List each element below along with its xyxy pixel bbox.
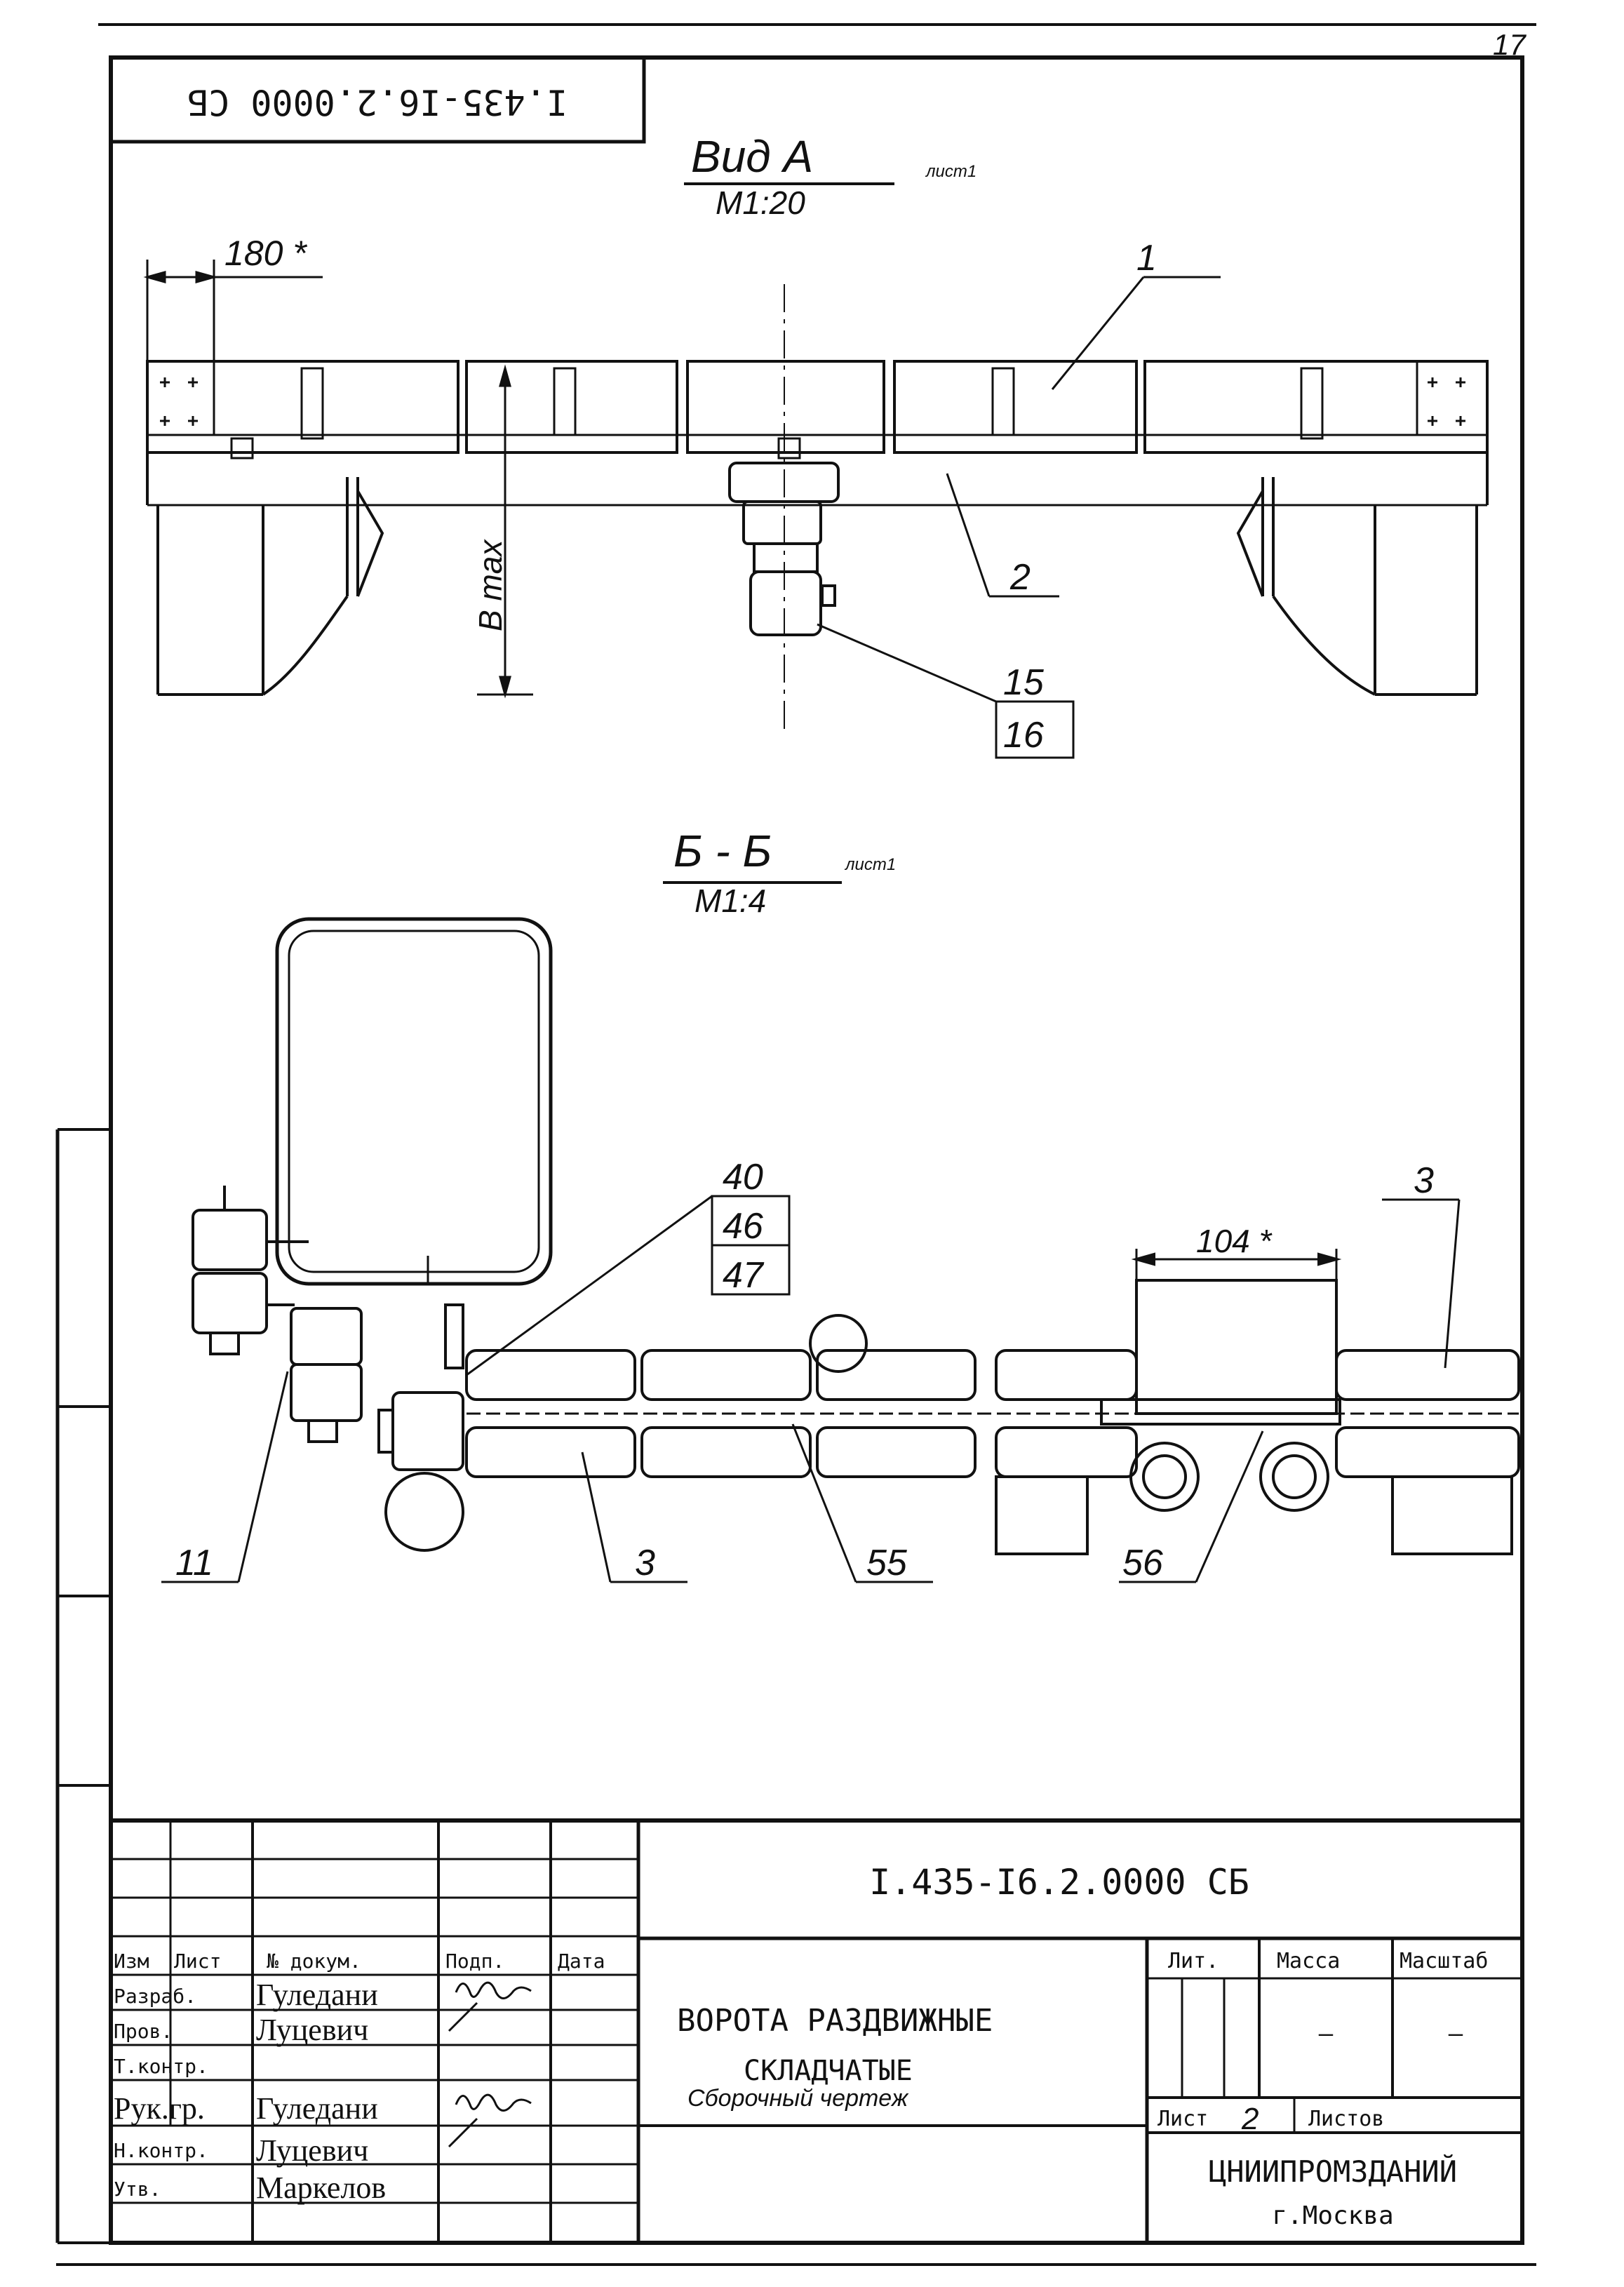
title-block-rows: Разраб. Гуледани Пров. Луцевич Т.контр. … <box>114 1978 386 2205</box>
view-a-height-label: B max <box>472 539 509 631</box>
section-bb-panels <box>465 1314 1520 1555</box>
organization: ЦНИИПРОМЗДАНИЙ <box>1209 2154 1457 2189</box>
section-bb-leader-40: 40 <box>723 1157 763 1198</box>
document-title-line2: СКЛАДЧАТЫЕ <box>744 2055 913 2087</box>
row-name: Гуледани <box>256 1978 378 2012</box>
view-a-roller <box>728 462 840 636</box>
title-block: I.435-I6.2.0000 СБ Изм Лист № докум. Под… <box>111 1818 1522 2243</box>
view-a-bolt-marks <box>160 377 1465 426</box>
view-a-hinges <box>230 367 1324 460</box>
scale-label: Масштаб <box>1400 1949 1488 1973</box>
section-bb: Б - Б М1:4 лист1 <box>161 826 1520 1583</box>
mass-label: Масса <box>1277 1949 1340 1973</box>
signature-marks <box>448 1981 532 2148</box>
view-a-leader-1: 1 <box>1136 238 1157 279</box>
document-type: Сборочный чертеж <box>687 2085 909 2112</box>
view-a-scale: М1:20 <box>716 185 805 221</box>
row-name: Луцевич <box>256 2133 368 2168</box>
section-bb-leader-3-left: 3 <box>635 1543 655 1583</box>
section-bb-leader-56: 56 <box>1122 1543 1163 1583</box>
document-title-line1: ВОРОТА РАЗДВИЖНЫЕ <box>677 2003 993 2039</box>
section-bb-leaders <box>161 1195 1461 1583</box>
sheet-value: 2 <box>1241 2102 1259 2136</box>
page-number: 17 <box>1493 28 1526 61</box>
view-a-beam <box>146 360 1489 696</box>
sheets-label: Листов <box>1308 2107 1384 2131</box>
header-signature: Подп. <box>445 1950 504 1973</box>
row-name: Гуледани <box>256 2091 378 2126</box>
view-a-leader-2: 2 <box>1009 557 1031 598</box>
rotated-document-code: I.435-I6.2.0000 СБ <box>187 82 568 123</box>
view-a-sheet-ref: лист1 <box>925 162 977 181</box>
view-a-leader-15: 15 <box>1003 662 1045 703</box>
header-change: Изм <box>114 1950 149 1973</box>
lit-label: Лит. <box>1168 1949 1219 1973</box>
section-bb-leader-3-right: 3 <box>1414 1160 1434 1201</box>
row-role: Разраб. <box>114 1985 196 2008</box>
view-a-height-dimension <box>477 364 533 699</box>
row-name: Маркелов <box>256 2171 386 2205</box>
header-date: Дата <box>558 1950 605 1973</box>
section-bb-leader-55: 55 <box>866 1543 908 1583</box>
mass-value: — <box>1319 2020 1334 2048</box>
header-doc-number: № докум. <box>267 1950 361 1973</box>
section-bb-leader-46: 46 <box>723 1206 763 1247</box>
scale-value: — <box>1449 2020 1463 2048</box>
row-role: Пров. <box>114 2020 173 2043</box>
row-role: Утв. <box>114 2178 161 2201</box>
section-bb-sheet-ref: лист1 <box>844 855 896 874</box>
section-bb-tube <box>275 917 553 1286</box>
row-role: Рук.гр. <box>114 2091 205 2126</box>
section-bb-dimension-label: 104 * <box>1196 1223 1273 1259</box>
view-a: Вид А М1:20 лист1 180 * <box>143 131 1489 759</box>
document-code: I.435-I6.2.0000 СБ <box>869 1862 1249 1903</box>
row-name: Луцевич <box>256 2013 368 2047</box>
view-a-leaders <box>817 276 1221 759</box>
row-role: Н.контр. <box>114 2139 208 2162</box>
section-bb-title: Б - Б <box>673 826 772 876</box>
section-bb-carriage <box>1100 1249 1342 1512</box>
sheet-label: Лист <box>1157 2107 1208 2131</box>
rotated-code-box: I.435-I6.2.0000 СБ <box>109 55 646 144</box>
section-bb-leader-47: 47 <box>723 1255 765 1296</box>
header-sheet: Лист <box>174 1950 221 1973</box>
view-a-dimension-label: 180 * <box>224 234 307 273</box>
drawing-frame <box>55 23 1536 2266</box>
section-bb-leader-11: 11 <box>175 1543 213 1583</box>
section-bb-scale: М1:4 <box>694 883 766 919</box>
view-a-leader-16: 16 <box>1003 715 1044 756</box>
view-a-title: Вид А <box>691 131 813 182</box>
row-role: Т.контр. <box>114 2055 208 2078</box>
view-a-dimension-180 <box>143 260 323 365</box>
city: г.Москва <box>1272 2201 1393 2230</box>
section-bb-brackets <box>192 1186 464 1552</box>
